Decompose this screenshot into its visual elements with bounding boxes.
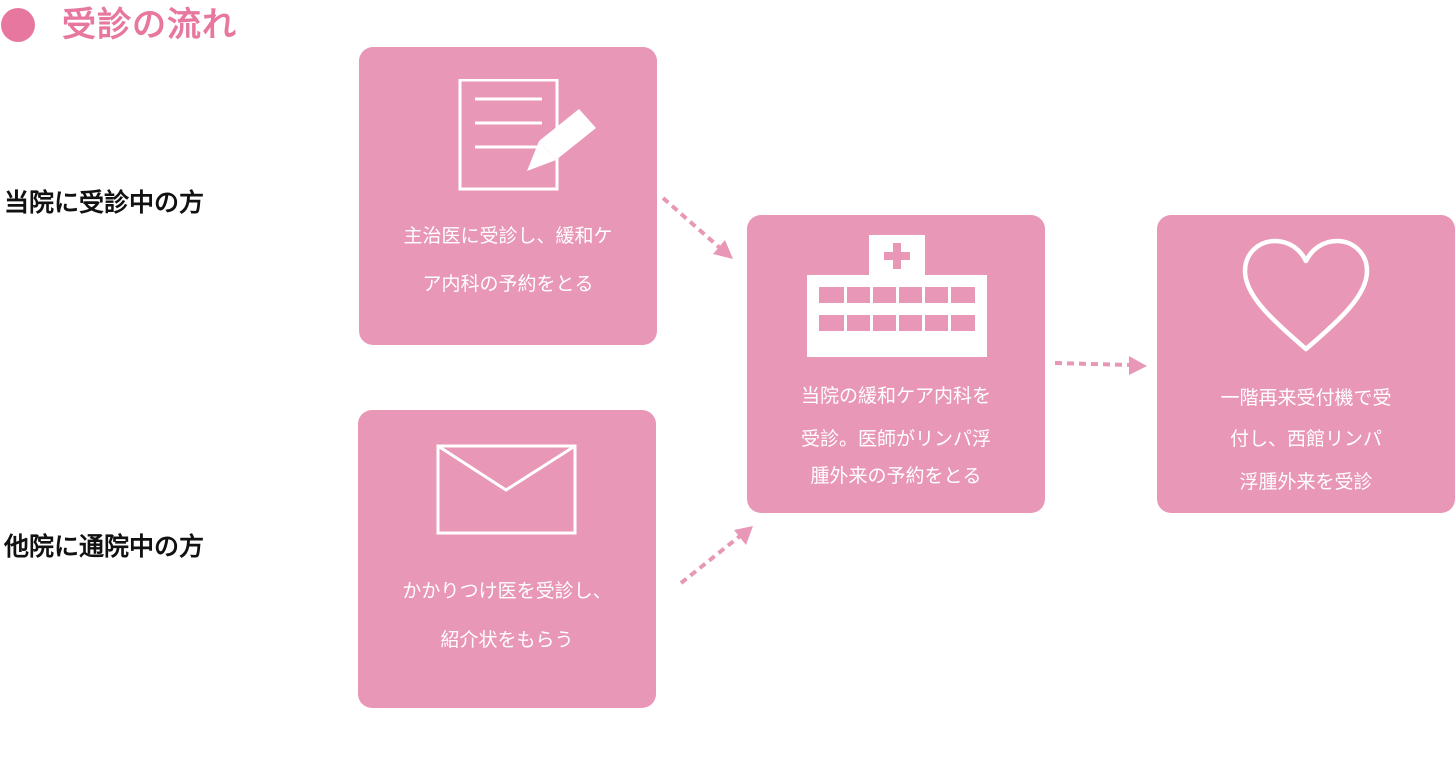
envelope-icon [436,444,577,535]
arrow-palliative-to-reception [1054,356,1147,375]
step-palliative-line-2: 受診。医師がリンパ浮 [800,428,991,450]
step-reception-line-1: 一階再来受付機で受 [1220,387,1392,409]
document-pen-icon [458,79,596,191]
row-label-current-patient: 当院に受診中の方 [4,188,205,217]
step-primary-line-1: 主治医に受診し、緩和ケ [403,225,613,247]
step-palliative-line-3: 腫外来の予約をとる [810,465,982,487]
title-bullet-icon [1,8,35,42]
step-palliative-line-1: 当院の緩和ケア内科を [800,385,991,407]
step-primary-line-2: ア内科の予約をとる [422,273,594,295]
step-reception-line-3: 浮腫外来を受診 [1239,471,1373,493]
section-title: 受診の流れ [0,2,320,46]
step-reception: 一階再来受付機で受 付し、西館リンパ 浮腫外来を受診 [1157,215,1455,513]
arrow-referral-to-palliative [679,526,753,585]
step-referral-line-2: 紹介状をもらう [440,629,574,651]
hospital-icon [807,235,987,357]
page-title: 受診の流れ [62,5,237,45]
step-referral-line-1: かかりつけ医を受診し、 [402,580,612,602]
row-label-other-hospital: 他院に通院中の方 [4,532,205,561]
step-palliative-care: 当院の緩和ケア内科を 受診。医師がリンパ浮 腫外来の予約をとる [747,215,1045,513]
step-reception-line-2: 付し、西館リンパ [1229,428,1382,450]
arrow-primary-to-palliative [661,196,733,259]
step-primary-doctor: 主治医に受診し、緩和ケ ア内科の予約をとる [359,47,657,345]
heart-icon [1242,238,1370,352]
step-referral: かかりつけ医を受診し、 紹介状をもらう [358,410,656,708]
